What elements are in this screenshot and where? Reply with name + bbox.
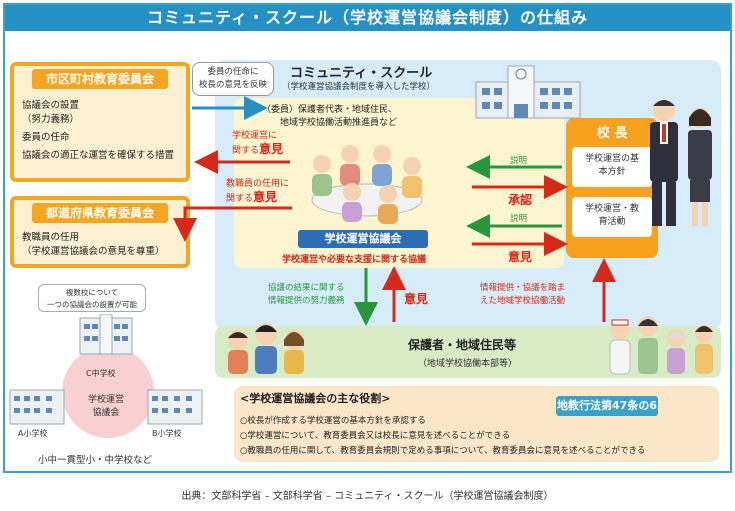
residents-title: 保護者・地域住民等: [408, 338, 517, 352]
a-school-label: A小学校: [18, 429, 48, 438]
opinion-staff-emph: 意見: [253, 190, 278, 204]
community-school-title: コミュニティ・スクール: [290, 66, 433, 81]
municipal-line-2: （努力義務）: [22, 114, 80, 125]
prefecture-board-box: 都道府県教育委員会 教職員の任用 （学校運営協議会の意見を尊重）: [10, 196, 190, 268]
roles-title: <学校運営協議会の主な役割>: [240, 392, 391, 405]
municipal-board-lines: 協議会の設置 （努力義務） 委員の任命 協議会の適正な運営を確保する措置: [14, 89, 186, 163]
municipal-board-header: 市区町村教育委員会: [32, 69, 168, 89]
opinion-school-line-1: 学校運営に: [232, 131, 278, 141]
multi-council-line-1: 学校運営: [88, 395, 125, 405]
law-badge: 地教行法第47条の6: [556, 396, 658, 416]
prefecture-board-lines: 教職員の任用 （学校運営協議会の意見を尊重）: [14, 223, 186, 259]
community-school-subtitle: （学校運営協議会制度を導入した学校）: [282, 82, 436, 92]
multi-school-caption: 複数校について 一つの協議会の設置が可能: [38, 284, 146, 312]
residents-right-illustration: [609, 316, 713, 375]
info-provision-line-2: 情報提供の努力義務: [268, 296, 345, 306]
council-label: 学校運営協議会: [298, 230, 428, 248]
opinion-school-line-2: 関する: [232, 146, 260, 156]
info-provision-caption: 協議の結果に関する 情報提供の努力義務: [268, 282, 345, 308]
role-item-1: ○校長が作成する学校運営の基本方針を承認する: [240, 416, 426, 426]
municipal-line-3: 委員の任命: [22, 132, 70, 143]
roles-list: ○校長が作成する学校運営の基本方針を承認する ○学校運営について、教育委員会又は…: [240, 414, 715, 459]
residents-subtitle: （地域学校協働本部等）: [418, 359, 518, 369]
diagram-title: コミュニティ・スクール（学校運営協議会制度）の仕組み: [5, 5, 730, 31]
residents-left-illustration: [228, 323, 304, 374]
collab-activity-caption: 情報提供・協議を踏ま えた地域学校協働活動: [480, 282, 565, 308]
members-line-1: （委員）保護者代表・地域住民、: [262, 105, 398, 115]
municipal-line-1: 協議会の設置: [22, 100, 80, 111]
council-caption: 学校運営や必要な支援に関する協議: [282, 255, 427, 265]
residents-opinion-label: 意見: [404, 292, 429, 306]
multi-caption-line-2: 一つの協議会の設置が可能: [47, 300, 137, 309]
opinion-staff-line-2-wrap: 関する意見: [226, 191, 289, 206]
opinion-school-emph: 意見: [259, 142, 284, 156]
multi-caption-line-1: 複数校について: [65, 288, 119, 297]
opinion-staff-line-2: 関する: [226, 194, 254, 204]
council-members: （委員）保護者代表・地域住民、 地域学校協働活動推進員など: [262, 104, 397, 130]
prefecture-line-1: 教職員の任用: [22, 232, 80, 243]
principal-policy-box: 学校運営の基本方針: [572, 147, 652, 187]
opinion-on-staff-appointment: 教職員の任用に 関する意見: [226, 178, 289, 206]
meeting-illustration: [311, 145, 423, 224]
principal-policy: 学校運営の基本方針: [584, 154, 639, 177]
principal-activity-box: 学校運営・教育活動: [572, 197, 652, 237]
approve-label: 承認: [508, 193, 533, 207]
opinion-staff-line-1: 教職員の任用に: [226, 179, 290, 189]
principal-activity: 学校運営・教育活動: [584, 204, 639, 227]
school-building-icon: [475, 65, 581, 119]
multi-school-footer: 小中一貫型小・中学校など: [38, 455, 153, 466]
explain-label-1: 説明: [510, 156, 528, 166]
explain-label-2: 説明: [510, 214, 528, 224]
c-school-label: C中学校: [86, 369, 116, 378]
source-credit: 出典：文部科学省 – 文部科学省 – コミュニティ・スクール（学校運営協議会制度…: [181, 491, 554, 502]
collab-line-1: 情報提供・協議を踏ま: [480, 283, 566, 293]
multi-school-illustration: [9, 314, 203, 438]
bubble-line-1: 委員の任命に: [207, 67, 259, 77]
appointment-bubble: 委員の任命に 校長の意見を反映: [192, 62, 274, 96]
principal-box: 校 長 学校運営の基本方針 学校運営・教育活動: [566, 118, 658, 258]
opinion-on-school-operation: 学校運営に 関する意見: [232, 130, 283, 158]
opinion-school-line-2-wrap: 関する意見: [232, 143, 283, 158]
members-line-2: 地域学校協働活動推進員など: [280, 118, 398, 128]
prefecture-board-header: 都道府県教育委員会: [32, 203, 168, 223]
bubble-line-2: 校長の意見を反映: [198, 80, 267, 90]
principal-label: 校 長: [596, 126, 628, 141]
municipal-board-box: 市区町村教育委員会 協議会の設置 （努力義務） 委員の任命 協議会の適正な運営を…: [10, 62, 190, 182]
opinion-label: 意見: [508, 250, 533, 264]
multi-council-line-2: 協議会: [92, 408, 120, 418]
b-school-label: B小学校: [152, 429, 182, 438]
role-item-3: ○教職員の任用に関して、教育委員会規則で定める事項について、教育委員会に意見を述…: [240, 446, 646, 456]
role-item-2: ○学校運営について、教育委員会又は校長に意見を述べることができる: [240, 431, 511, 441]
municipal-line-4: 協議会の適正な運営を確保する措置: [22, 150, 175, 161]
info-provision-line-1: 協議の結果に関する: [268, 283, 345, 293]
principals-illustration: [650, 99, 712, 226]
multi-council-label: 学校運営 協議会: [88, 394, 124, 420]
collab-line-2: えた地域学校協働活動: [480, 296, 566, 306]
prefecture-line-2: （学校運営協議会の意見を尊重）: [22, 246, 165, 257]
